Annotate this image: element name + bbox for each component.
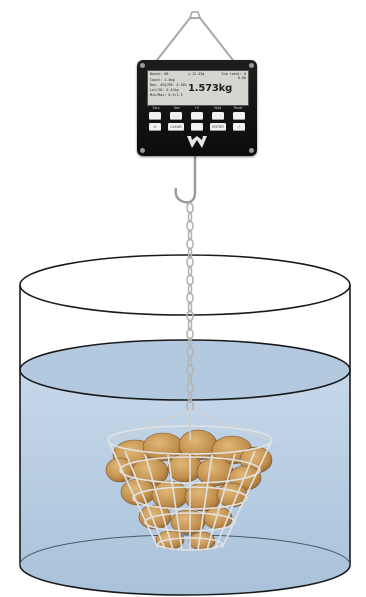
hanging-scale: Batch: 08 ◷ 12.43g Sub total: 0 0.00 Cou… (137, 60, 257, 156)
screw (140, 148, 145, 153)
soft-key-3[interactable] (191, 112, 203, 120)
info-line: Count: 1.4kg (150, 78, 175, 82)
brand-logo (187, 136, 207, 148)
keypad-row: ⏻ CLEAR ENTER ⎙ (149, 123, 245, 131)
keypad: ⏻ CLEAR ENTER ⎙ (149, 112, 245, 134)
status-center: ◷ 12.43g (188, 72, 204, 76)
soft-key-5[interactable] (233, 112, 245, 120)
status-left: Batch: 08 (150, 72, 168, 76)
weight-readout: 1.573kg (188, 83, 232, 94)
keypad-row (149, 112, 245, 120)
screw (249, 63, 254, 68)
clear-button[interactable]: CLEAR (168, 123, 184, 131)
info-line: Lot/ID: 0.42kg (150, 88, 179, 92)
hanger-bracket (154, 12, 236, 64)
status-right-2: 0.00 (238, 76, 246, 80)
screw (140, 63, 145, 68)
soft-key-4[interactable] (212, 112, 224, 120)
arrow-key[interactable] (191, 123, 203, 131)
power-button[interactable]: ⏻ (149, 123, 161, 131)
print-button[interactable]: ⎙ (233, 123, 245, 131)
soft-key-1[interactable] (149, 112, 161, 120)
info-line: Den. ACQ/M3: 6.50% (150, 83, 187, 87)
enter-button[interactable]: ENTER (210, 123, 226, 131)
scale-display: Batch: 08 ◷ 12.43g Sub total: 0 0.00 Cou… (147, 70, 249, 106)
soft-key-2[interactable] (170, 112, 182, 120)
scale-hook (176, 156, 195, 202)
info-line: Min/Max: 0.5/1.5 (150, 93, 183, 97)
screw (249, 148, 254, 153)
